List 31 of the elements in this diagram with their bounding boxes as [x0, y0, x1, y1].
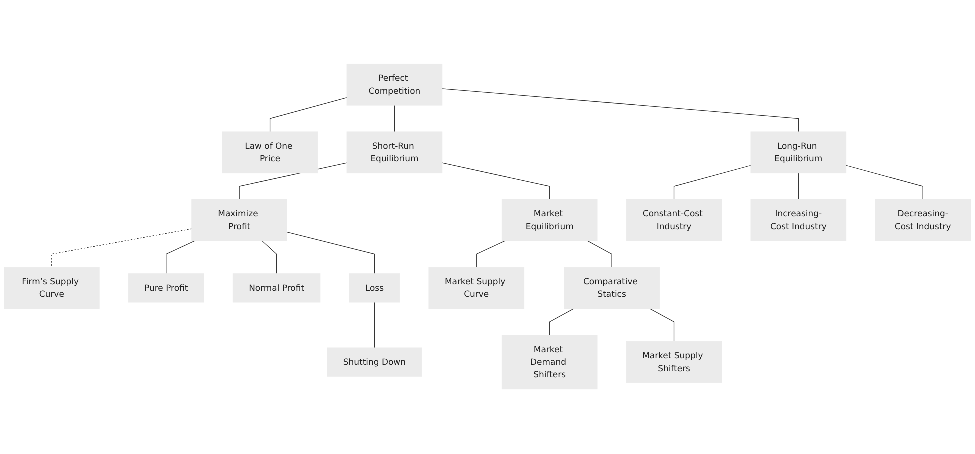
node-box: Pure Profit	[128, 274, 204, 303]
connector	[270, 98, 348, 133]
connector	[262, 240, 278, 274]
node-box: Short-Run Equilibrium	[346, 132, 443, 174]
node-box: Long-Run Equilibrium	[750, 132, 847, 174]
connector	[674, 166, 752, 200]
node-box: Increasing-Cost Industry	[750, 200, 847, 242]
node-box: Comparative Statics	[564, 268, 660, 310]
node-box: Market Supply Curve	[428, 268, 525, 310]
connector	[550, 308, 574, 336]
node-box: Law of One Price	[222, 132, 318, 174]
connector	[286, 232, 375, 274]
connector	[442, 162, 550, 200]
node-box: Loss	[349, 274, 400, 303]
connector	[374, 302, 375, 349]
node-box: Normal Profit	[232, 274, 321, 303]
connector	[846, 166, 924, 200]
node-box: Decreasing-Cost Industry	[875, 200, 971, 242]
node-box: Perfect Competition	[346, 64, 443, 106]
connector	[442, 88, 799, 133]
node-box: Firm’s Supply Curve	[4, 268, 100, 310]
connector	[394, 105, 396, 133]
node-box: Shutting Down	[327, 348, 422, 378]
node-box: Market Supply Shifters	[626, 342, 722, 384]
node-box: Maximize Profit	[192, 200, 288, 242]
connector	[476, 240, 506, 268]
node-box: Market Demand Shifters	[502, 335, 598, 390]
node-box: Market Equilibrium	[502, 200, 598, 242]
connector	[587, 240, 612, 268]
node-box: Constant-Cost Industry	[626, 200, 722, 242]
connector	[798, 173, 799, 200]
